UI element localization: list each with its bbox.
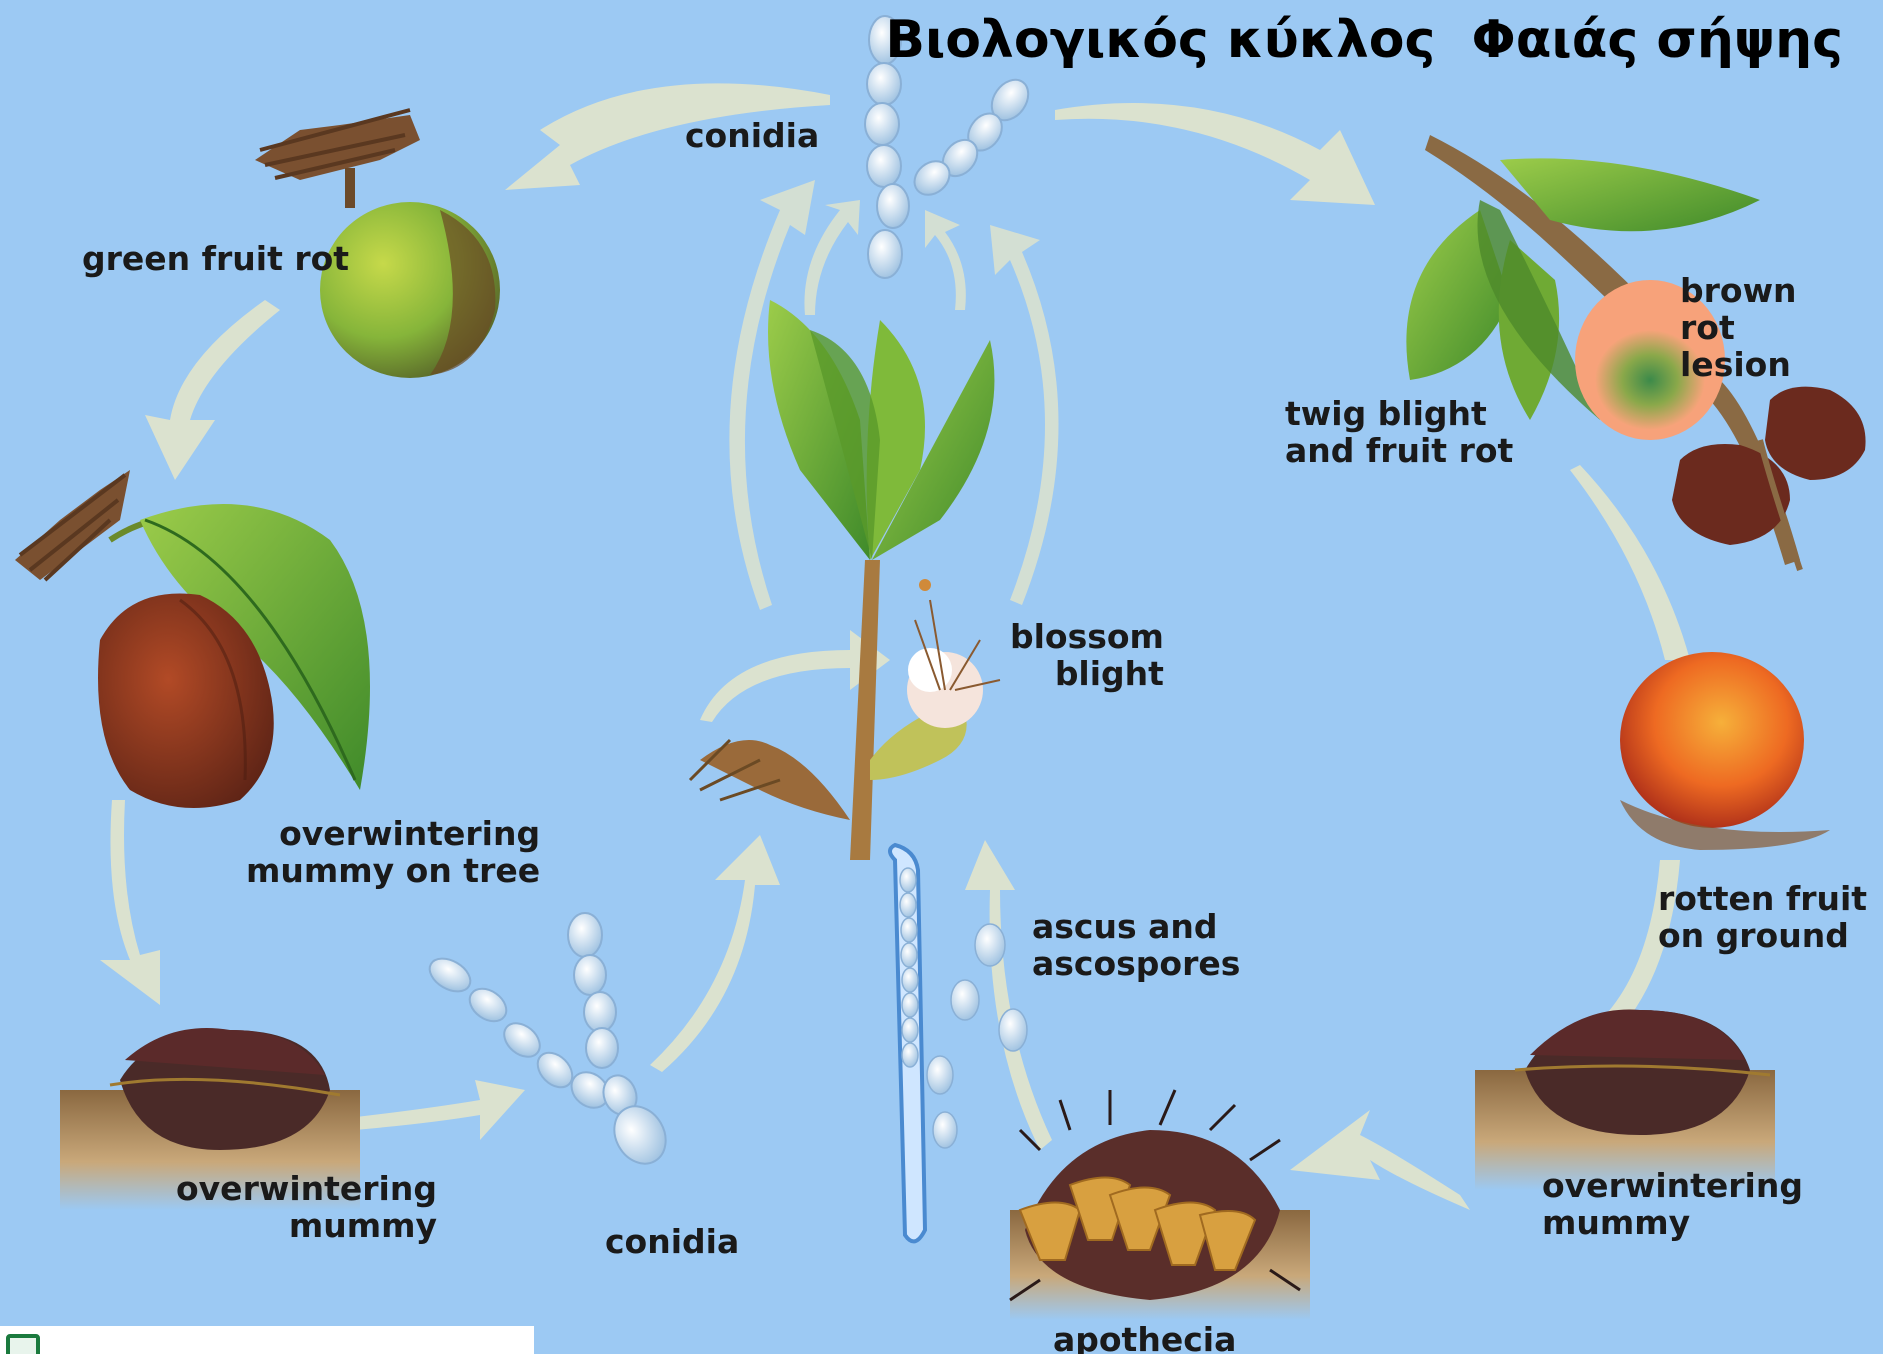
twig-blight-art	[1406, 135, 1865, 570]
conidia-chain-bottom	[424, 913, 676, 1173]
apothecia-art	[1010, 1090, 1310, 1320]
arrow-to-mummy-left	[100, 800, 160, 1005]
arrow-leaf-to-conidia-2	[925, 210, 966, 310]
arrow-to-twig	[1055, 103, 1375, 205]
arrow-to-rotten-fruit	[1570, 465, 1690, 660]
label-twig-blight: twig blight and fruit rot	[1285, 395, 1513, 469]
label-overwintering-mummy-right: overwintering mummy	[1542, 1167, 1803, 1241]
label-overwintering-mummy-left: overwintering mummy	[176, 1170, 437, 1244]
label-green-fruit-rot: green fruit rot	[82, 240, 349, 277]
arrow-leaf-to-conidia	[804, 200, 860, 315]
ascus-art	[890, 845, 1027, 1241]
label-overwintering-mummy-tree: overwintering mummy on tree	[246, 815, 540, 889]
logo-icon	[6, 1334, 40, 1354]
label-blossom-blight: blossom blight	[1010, 618, 1164, 692]
arrow-to-apothecia	[1290, 1110, 1470, 1210]
arrow-conidia-to-blossom	[650, 835, 780, 1072]
mummy-right-ground-art	[1475, 1010, 1775, 1190]
label-brown-rot-lesion: brown rot lesion	[1680, 272, 1797, 383]
arrow-to-mummy-tree	[145, 300, 280, 480]
rotten-fruit-art	[1620, 652, 1830, 850]
footer-logo-strip	[0, 1326, 534, 1354]
label-conidia-bottom: conidia	[605, 1223, 739, 1260]
label-apothecia: apothecia	[1053, 1321, 1236, 1354]
mummy-on-tree-art	[15, 470, 370, 808]
page-title: Βιολογικός κύκλος Φαιάς σήψης	[885, 8, 1843, 72]
arrow-blossom-to-conidia-2	[990, 225, 1059, 605]
label-conidia-top: conidia	[685, 117, 819, 154]
label-rotten-fruit-ground: rotten fruit on ground	[1658, 880, 1867, 954]
label-ascus-ascospores: ascus and ascospores	[1032, 908, 1240, 982]
